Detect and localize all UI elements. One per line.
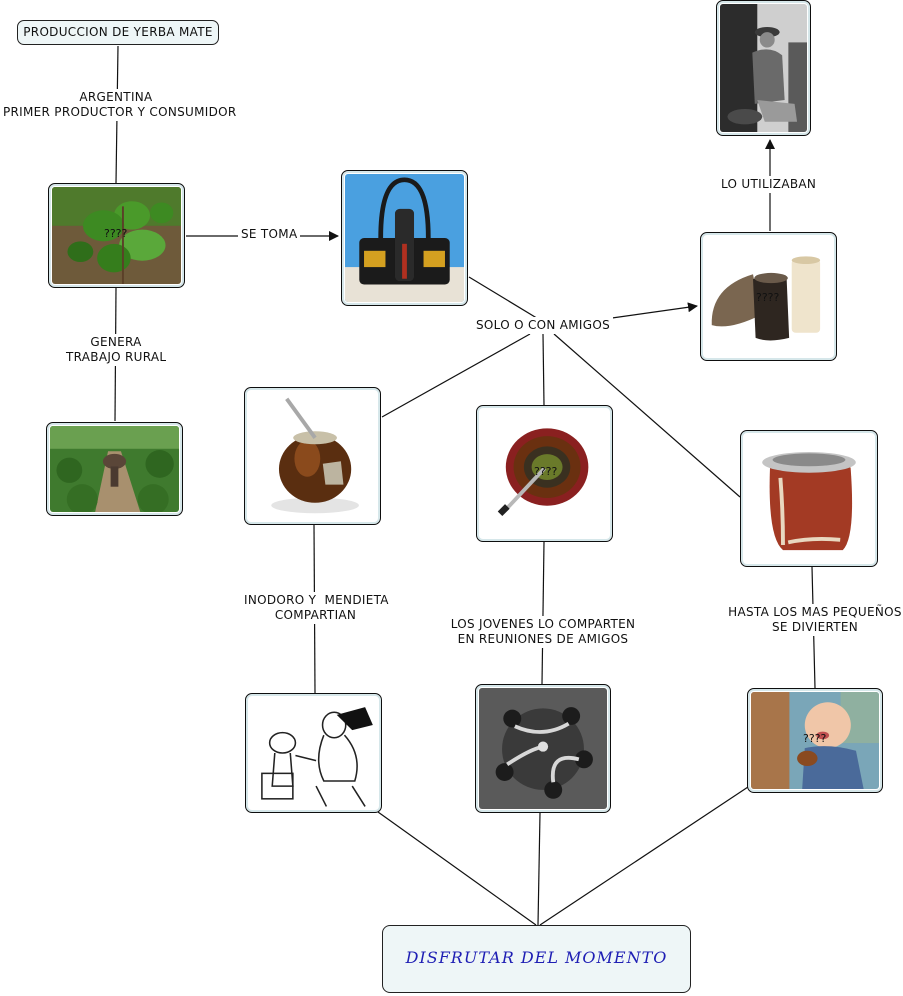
edge-woodmate-group bbox=[541, 541, 545, 685]
final-node[interactable]: DISFRUTAR DEL MOMENTO bbox=[382, 925, 691, 993]
edge-termo-hub bbox=[468, 276, 541, 321]
friends-image-node[interactable] bbox=[475, 684, 611, 813]
edge-baby-final bbox=[539, 786, 749, 926]
horns-image-node[interactable]: ???? bbox=[700, 232, 837, 361]
label-genera: GENERA TRABAJO RURAL bbox=[63, 334, 169, 366]
rural-worker-image bbox=[50, 426, 179, 512]
baby-image-node[interactable]: ???? bbox=[747, 688, 883, 793]
label-argentina: ARGENTINA PRIMER PRODUCTOR Y CONSUMIDOR bbox=[0, 89, 236, 121]
yerba-plant-image: ???? bbox=[52, 187, 181, 284]
edge-group-final bbox=[537, 812, 541, 926]
wood-mate-image-node[interactable]: ???? bbox=[476, 405, 613, 542]
baby-drinking-mate-image: ???? bbox=[751, 692, 879, 789]
label-jovenes: LOS JOVENES LO COMPARTEN EN REUNIONES DE… bbox=[447, 616, 639, 648]
label-pequenos: HASTA LOS MAS PEQUEÑOS SE DIVIERTEN bbox=[724, 604, 903, 636]
edge-cartoon-final bbox=[377, 811, 537, 926]
plant-image-node[interactable]: ???? bbox=[48, 183, 185, 288]
image-placeholder-text: ???? bbox=[756, 291, 780, 304]
edge-hub-gourd bbox=[381, 333, 531, 418]
gaucho-image-node[interactable] bbox=[716, 0, 811, 136]
edge-hub-woodmate bbox=[542, 333, 545, 406]
edge-hub-horns bbox=[611, 302, 698, 319]
label-solo-amigos: SOLO O CON AMIGOS bbox=[473, 317, 614, 334]
leather-mate-image bbox=[744, 434, 874, 563]
title-node[interactable]: PRODUCCION DE YERBA MATE bbox=[17, 20, 219, 45]
gaucho-photo-image bbox=[720, 4, 807, 132]
inodoro-mendieta-cartoon-image bbox=[249, 697, 378, 809]
edge-hub-leathermate bbox=[553, 333, 741, 498]
leather-mate-image-node[interactable] bbox=[740, 430, 878, 567]
image-placeholder-text: ???? bbox=[104, 227, 128, 240]
termo-kit-image bbox=[345, 174, 464, 302]
friends-circle-image bbox=[479, 688, 607, 809]
gourd-mate-image-node[interactable] bbox=[244, 387, 381, 525]
label-se-toma: SE TOMA bbox=[238, 226, 301, 243]
image-placeholder-text: ???? bbox=[534, 465, 558, 478]
cartoon-image-node[interactable] bbox=[245, 693, 382, 813]
worker-image-node[interactable] bbox=[46, 422, 183, 516]
image-placeholder-text: ???? bbox=[803, 732, 827, 745]
wood-mate-image: ???? bbox=[480, 409, 609, 538]
label-inodoro: INODORO Y MENDIETA COMPARTIAN bbox=[241, 592, 390, 624]
gourd-mate-image bbox=[248, 391, 377, 521]
termo-image-node[interactable] bbox=[341, 170, 468, 306]
label-lo-utilizaban: LO UTILIZABAN bbox=[718, 176, 820, 193]
horn-mates-image: ???? bbox=[704, 236, 833, 357]
